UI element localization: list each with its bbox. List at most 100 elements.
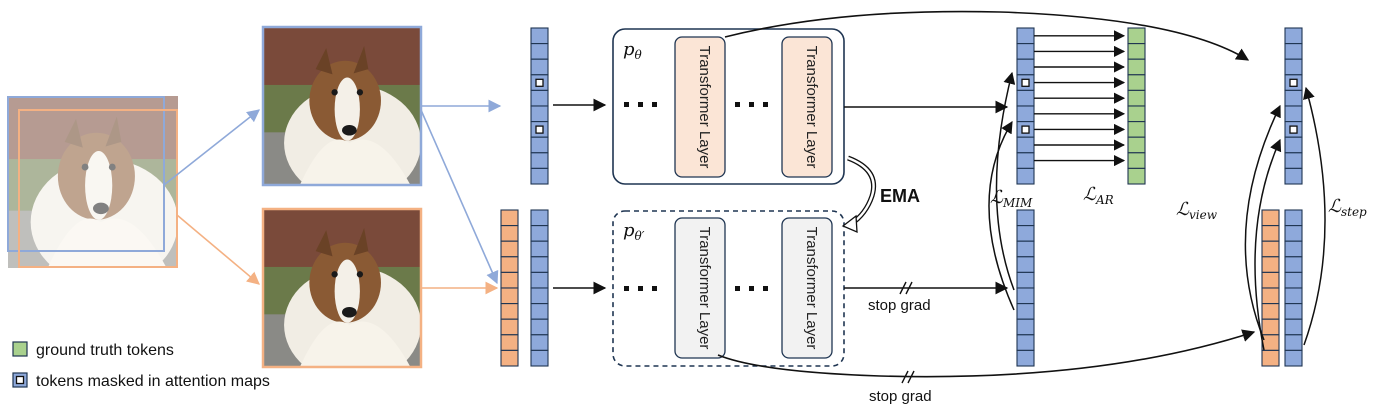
token [1284, 58, 1303, 76]
token [500, 271, 519, 289]
target-layer-2-label: Transformer Layer [803, 227, 820, 350]
online-output-tokens [1016, 27, 1035, 185]
token [530, 256, 549, 273]
token [1284, 287, 1303, 305]
ema-label: EMA [880, 186, 920, 206]
stop-grad-label-2: stop grad [869, 388, 932, 405]
token [1127, 58, 1146, 76]
token [1261, 240, 1280, 258]
token [1016, 167, 1035, 185]
token [530, 209, 549, 227]
stop-grad-mark-1 [899, 281, 913, 295]
target-ellipsis-2 [735, 286, 768, 291]
token [1261, 349, 1280, 367]
mask-marker [1021, 125, 1030, 134]
token [1127, 27, 1146, 45]
token [1016, 334, 1035, 351]
arrow-to-view-1 [163, 109, 261, 186]
token [1127, 43, 1146, 60]
token [530, 89, 549, 107]
token [1284, 152, 1303, 169]
token [1127, 89, 1146, 107]
mask-marker [535, 125, 544, 134]
online-param-label: pθ [623, 39, 643, 62]
crop-frame-blue [7, 96, 165, 252]
token [500, 349, 519, 367]
token [530, 287, 549, 305]
token [1016, 303, 1035, 320]
token [1284, 256, 1303, 273]
token [1127, 105, 1146, 123]
token [1261, 318, 1280, 336]
token [1016, 225, 1035, 242]
token [500, 256, 519, 273]
token [1261, 303, 1280, 320]
token [1016, 58, 1035, 76]
token [1284, 209, 1303, 227]
token [530, 43, 549, 60]
legend: ground truth tokens tokens masked in att… [12, 341, 270, 390]
token [1284, 89, 1303, 107]
token [1261, 225, 1280, 242]
token [1016, 287, 1035, 305]
token [1284, 167, 1303, 185]
online-layer-1-label: Transformer Layer [696, 46, 713, 169]
target-output-tokens [1016, 209, 1035, 367]
target-input-tokens-blue [530, 209, 549, 367]
token [500, 240, 519, 258]
token [1016, 27, 1035, 45]
token [1284, 318, 1303, 336]
token [1016, 349, 1035, 367]
online-encoder: pθ Transformer Layer Transformer Layer [612, 28, 845, 185]
online-layer-2-label: Transformer Layer [803, 46, 820, 169]
token [530, 334, 549, 351]
token [500, 209, 519, 227]
token [1127, 74, 1146, 91]
token [1016, 256, 1035, 273]
token [1261, 287, 1280, 305]
mask-marker [535, 78, 544, 87]
token [1284, 349, 1303, 367]
token [530, 105, 549, 123]
token [1284, 271, 1303, 289]
target-encoder: pθ′ Transformer Layer Transformer Layer [612, 210, 845, 367]
view-arrows [1244, 104, 1282, 351]
arrow-to-view-2 [176, 214, 260, 285]
arrow-view1-to-target [420, 109, 499, 285]
mask-marker [1289, 78, 1298, 87]
token [1016, 105, 1035, 123]
arrow-target-to-step [717, 329, 1256, 378]
token [1284, 303, 1303, 320]
token [1127, 152, 1146, 169]
token [530, 152, 549, 169]
online-ellipsis-2 [735, 102, 768, 107]
token [530, 27, 549, 45]
view-1-image [261, 25, 423, 187]
token [1284, 27, 1303, 45]
token [1284, 136, 1303, 154]
legend-green-swatch [12, 341, 28, 357]
token [1261, 334, 1280, 351]
token [530, 349, 549, 367]
mim-arrows [988, 71, 1016, 311]
token [1261, 209, 1280, 227]
token [500, 287, 519, 305]
token [500, 318, 519, 336]
loss-view-label: ℒview [1176, 199, 1218, 222]
token [1261, 271, 1280, 289]
step-arrows [1303, 86, 1326, 346]
token [500, 225, 519, 242]
token [1127, 121, 1146, 138]
token [530, 136, 549, 154]
token [1016, 152, 1035, 169]
mask-marker [1021, 78, 1030, 87]
token [530, 303, 549, 320]
token [1016, 136, 1035, 154]
ground-truth-tokens [1127, 27, 1146, 185]
loss-mim-label: ℒMIM [990, 187, 1033, 210]
token [1127, 136, 1146, 154]
crop-frame-orange [18, 109, 178, 268]
ema-arrow [841, 155, 876, 234]
token [530, 318, 549, 336]
